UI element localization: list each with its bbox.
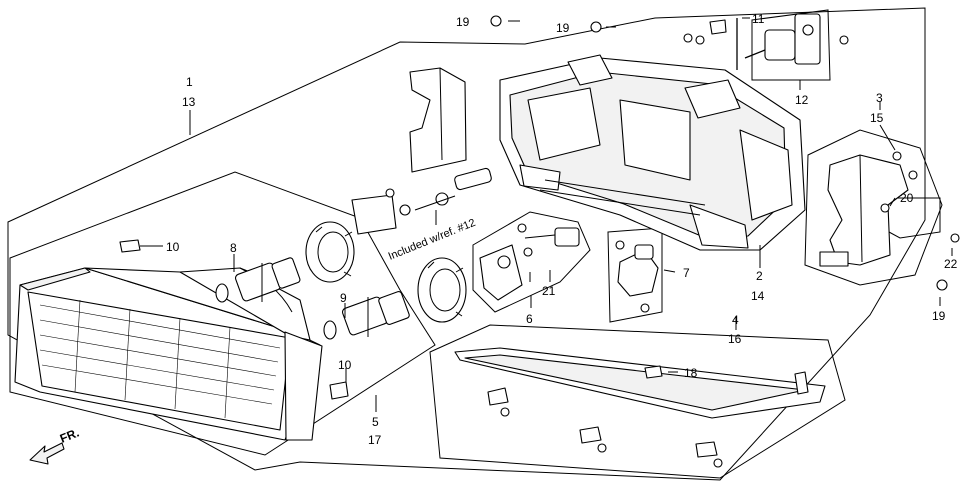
callout-17: 17 [368,433,382,447]
leader-lines [158,17,953,412]
callout-8: 8 [230,241,237,255]
headlight-housing [14,267,323,441]
callout-14: 14 [751,289,765,303]
bracket-group-outline-3-15 [804,129,943,286]
bulb-8 [215,257,301,303]
garnish-group-outline [429,324,846,479]
socket-6 [479,223,580,301]
direction-label: FR. [58,426,81,446]
bracket-7 [615,240,659,313]
callout-9: 9 [340,291,347,305]
included-note: Included w/ref. #12 [387,217,478,263]
adjuster-hardware [351,167,492,235]
garnish-strip [454,347,826,468]
bulb-retainer-upper [305,221,355,283]
bolt-19-top [590,21,602,33]
bolt-22 [950,233,960,243]
clip-10-lower [329,374,349,400]
bracket-group-outline-7 [607,227,663,323]
headlight-frame [499,54,806,251]
callout-10-lower: 10 [338,358,352,372]
assembly-outline-1-13 [7,7,926,481]
callout-1: 1 [186,75,193,89]
callout-22: 22 [944,257,958,271]
housing-group-outline [9,171,436,456]
callout-3: 3 [876,91,883,105]
callout-19-top: 19 [556,21,570,35]
clip-10-upper [119,239,160,253]
callout-16: 16 [728,332,742,346]
callout-19-right: 19 [932,309,946,323]
callout-20: 20 [900,191,914,205]
motor-group-outline-12 [751,9,831,81]
bulb-retainer-lower [417,257,467,323]
bolt-19-right [936,279,948,291]
callout-4: 4 [732,313,739,327]
motor-assembly [683,13,849,70]
bolt-19-top-left [490,15,502,27]
callout-12: 12 [795,93,809,107]
side-bracket [819,151,918,267]
callout-10-upper: 10 [166,240,180,254]
socket-group-outline-6 [472,211,591,313]
frame-bracket-upper [409,67,467,173]
callout-2: 2 [756,269,763,283]
callout-19-top-left: 19 [456,15,470,29]
callout-15: 15 [870,111,884,125]
callout-7: 7 [683,266,690,280]
callout-13: 13 [182,95,196,109]
bulb-9 [323,291,410,340]
front-direction-arrow-icon [29,442,65,465]
callout-11: 11 [752,12,765,26]
callout-18: 18 [684,366,698,380]
callout-6: 6 [526,312,533,326]
callout-5: 5 [372,415,379,429]
callout-21: 21 [542,284,556,298]
callout-numbers: 1 13 10 8 9 10 5 17 19 19 11 12 3 15 20 … [166,12,958,447]
